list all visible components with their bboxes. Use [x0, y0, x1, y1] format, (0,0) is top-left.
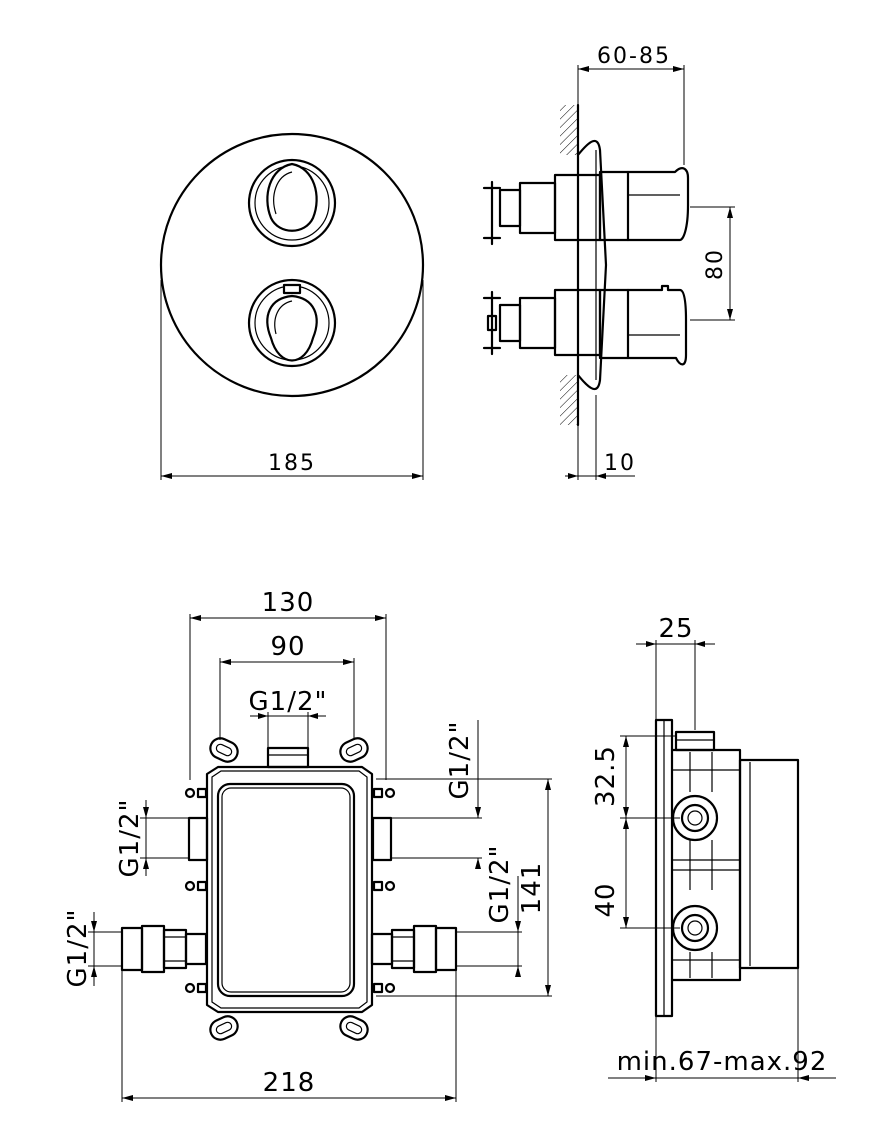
upper-handle-side: [482, 167, 690, 246]
side-lower-label: 40: [591, 882, 621, 917]
right-coupling: [370, 924, 458, 974]
body-ribs: [672, 752, 740, 978]
front-width-label: 185: [268, 451, 316, 476]
bottom-side-view: 25 32.5 40 min.67-max.92: [591, 614, 836, 1082]
top-front-view: 185: [159, 132, 425, 480]
side-top-label: 25: [658, 614, 693, 644]
inner-width-label: 90: [270, 632, 305, 662]
right-top-thread-label: G1/2": [445, 721, 475, 800]
plate-thickness-label: 10: [604, 451, 636, 476]
right-mid-thread-label: G1/2": [485, 845, 515, 924]
lower-handle-side: [482, 284, 688, 366]
wall-hatch-top: [560, 105, 578, 155]
upper-knob: [247, 158, 337, 248]
overall-width-label: 218: [263, 1068, 316, 1098]
top-thread-label: G1/2": [249, 687, 328, 717]
side-upper-label: 32.5: [591, 745, 621, 807]
left-bottom-thread-label: G1/2": [63, 909, 93, 988]
bottom-front-view: 130 90 G1/2" G1/2" G1/2": [63, 588, 552, 1102]
side-depth-range-label: min.67-max.92: [617, 1047, 828, 1077]
left-coupling: [120, 924, 208, 974]
wall-hatch-bottom: [560, 375, 578, 425]
outer-width-label: 130: [262, 588, 315, 618]
mounting-ears: [209, 737, 369, 1041]
left-thread-label: G1/2": [115, 799, 145, 878]
screw-holes: [184, 787, 396, 994]
height-label: 141: [517, 862, 547, 915]
side-depth-label: 60-85: [597, 44, 671, 69]
lower-knob: [247, 278, 337, 368]
handle-spacing-label: 80: [703, 248, 728, 280]
top-side-view: 60-85 80 10: [482, 44, 735, 480]
